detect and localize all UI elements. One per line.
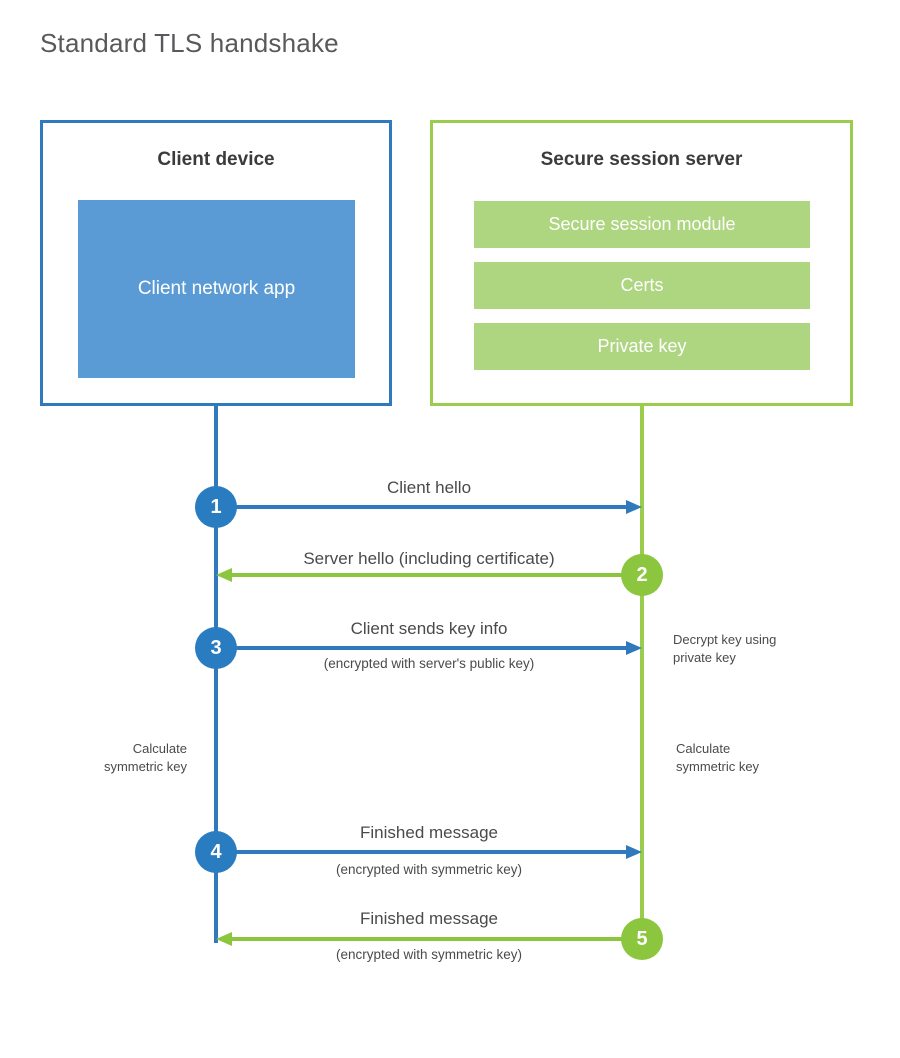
annotation-decrypt-key-line2: private key	[673, 649, 736, 665]
step-circle-4[interactable]: 4	[195, 831, 237, 873]
server-block-private-key: Private key	[474, 323, 810, 370]
message-label-step-5: Finished message	[360, 909, 498, 928]
step-circle-3[interactable]: 3	[195, 627, 237, 669]
annotation-server-calc-line2: symmetric key	[676, 758, 760, 774]
step-circle-5[interactable]: 5	[621, 918, 663, 960]
message-label-step-3: Client sends key info	[350, 619, 508, 638]
annotation-decrypt-key-line1: Decrypt key using	[673, 632, 777, 647]
client-lifeline	[214, 404, 218, 943]
step-circle-1[interactable]: 1	[195, 486, 237, 528]
arrow-step-3	[216, 641, 642, 655]
annotation-server-calc-line1: Calculate	[676, 741, 731, 756]
secure-session-server-title: Secure session server	[540, 149, 743, 170]
server-block-secure-session-module: Secure session module	[474, 201, 810, 248]
step-circle-2[interactable]: 2	[621, 554, 663, 596]
page-title: Standard TLS handshake	[40, 28, 339, 58]
annotation-client-calculate-symmetric-key: Calculate symmetric key	[10, 740, 187, 775]
server-block-certs: Certs	[474, 262, 810, 309]
annotation-client-calc-line2: symmetric key	[103, 758, 187, 774]
client-network-app-block: Client network app	[78, 200, 355, 378]
arrow-step-2	[216, 568, 642, 582]
message-sublabel-step-3: (encrypted with server's public key)	[323, 656, 535, 671]
annotation-decrypt-key: Decrypt key using private key	[673, 631, 853, 666]
message-label-step-1: Client hello	[386, 478, 472, 497]
annotation-client-calc-line1: Calculate	[132, 741, 187, 756]
arrow-step-4	[216, 845, 642, 859]
client-device-box: Client device Client network app	[40, 120, 392, 406]
client-device-title: Client device	[157, 149, 275, 170]
server-lifeline	[640, 404, 644, 939]
secure-session-server-box: Secure session server Secure session mod…	[430, 120, 853, 406]
message-label-step-2: Server hello (including certificate)	[303, 549, 555, 568]
arrow-step-5	[216, 932, 642, 946]
message-sublabel-step-5: (encrypted with symmetric key)	[335, 947, 523, 962]
annotation-server-calculate-symmetric-key: Calculate symmetric key	[676, 740, 856, 775]
message-label-step-4: Finished message	[360, 823, 498, 842]
message-sublabel-step-4: (encrypted with symmetric key)	[335, 862, 523, 877]
server-component-list: Secure session module Certs Private key	[474, 201, 810, 370]
arrow-step-1	[216, 500, 642, 514]
